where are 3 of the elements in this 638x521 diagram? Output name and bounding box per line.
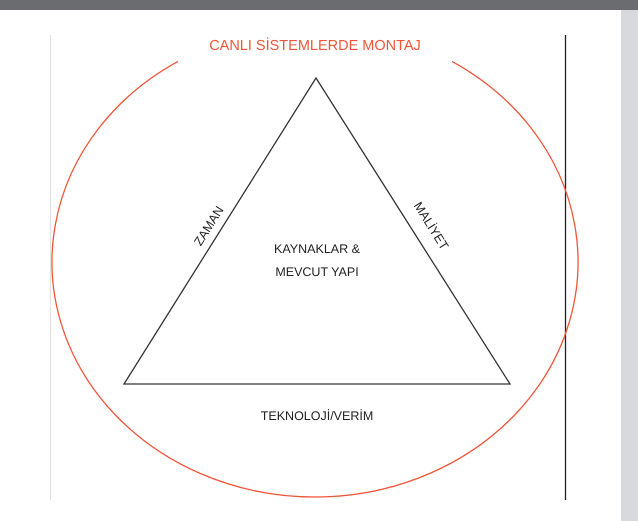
side-label: TEKNOLOJİ/VERİM — [260, 409, 374, 423]
diagram-heading: CANLI SİSTEMLERDE MONTAJ — [208, 38, 422, 54]
center-label: KAYNAKLAR & MEVCUT YAPI — [273, 241, 361, 281]
